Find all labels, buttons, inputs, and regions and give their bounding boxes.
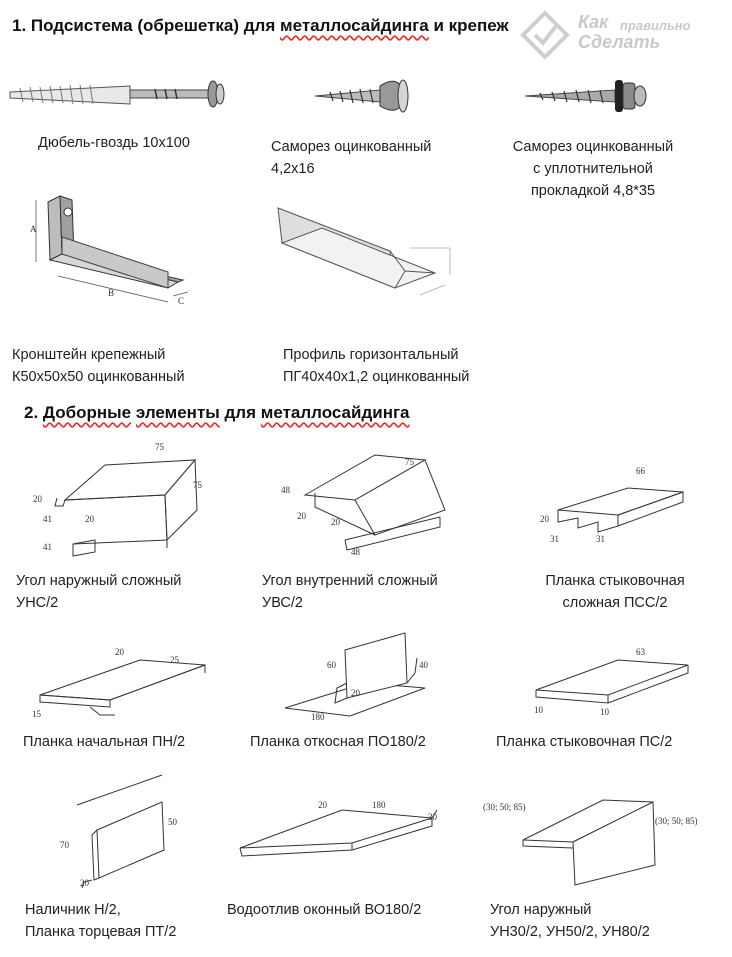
dim-label: 10 bbox=[600, 707, 610, 717]
dim-label: 40 bbox=[419, 660, 429, 670]
dim-label: 63 bbox=[636, 647, 646, 657]
label-horizontal-profile: Профиль горизонтальный ПГ40х40х1,2 оцинк… bbox=[283, 347, 470, 385]
watermark-line1: Как bbox=[578, 12, 609, 32]
dim-label: 20 bbox=[85, 514, 95, 524]
complex-joining-strip-illustration: 66 20 31 31 bbox=[540, 466, 684, 544]
joining-strip-illustration: 63 10 10 bbox=[534, 647, 689, 717]
starter-strip-illustration: 20 25 15 bbox=[32, 647, 206, 719]
dim-label: 20 bbox=[33, 494, 43, 504]
label-slope-strip: Планка откосная ПО180/2 bbox=[250, 734, 426, 750]
dim-label: 41 bbox=[43, 514, 52, 524]
watermark-logo-icon bbox=[520, 10, 570, 60]
dim-label: 31 bbox=[596, 534, 605, 544]
slope-strip-illustration: 60 40 20 180 bbox=[284, 632, 429, 722]
dim-label: 48 bbox=[351, 547, 361, 557]
dim-label: 31 bbox=[550, 534, 559, 544]
dim-label: 75 bbox=[193, 480, 203, 490]
label-screw-washer: Саморез оцинкованный с уплотнительной пр… bbox=[512, 139, 674, 199]
outer-complex-corner-illustration: 75 75 20 41 20 41 bbox=[33, 442, 203, 557]
galvanized-screw-illustration bbox=[314, 79, 409, 113]
section1-title: 1. Подсистема (обрешетка) для металлосай… bbox=[12, 16, 509, 35]
dim-label: 15 bbox=[32, 709, 42, 719]
dim-label: 180 bbox=[372, 800, 386, 810]
outer-corner-illustration: (30; 50; 85) (30; 50; 85) bbox=[483, 799, 698, 886]
dim-label: 10 bbox=[534, 705, 544, 715]
dim-label: 60 bbox=[327, 660, 337, 670]
label-window-drip: Водоотлив оконный ВО180/2 bbox=[227, 902, 422, 918]
label-starter-strip: Планка начальная ПН/2 bbox=[23, 734, 186, 750]
dim-label: 50 bbox=[168, 817, 178, 827]
dim-label: 20 bbox=[331, 517, 341, 527]
dim-label: 41 bbox=[43, 542, 52, 552]
label-inner-complex-corner: Угол внутренний сложный УВС/2 bbox=[262, 573, 438, 611]
svg-text:C: C bbox=[178, 296, 184, 306]
dim-label: 20 bbox=[351, 688, 361, 698]
label-outer-complex-corner: Угол наружный сложный УНС/2 bbox=[16, 573, 182, 611]
dim-label: 20 bbox=[540, 514, 550, 524]
dim-label: 20 bbox=[115, 647, 125, 657]
watermark-line3: Сделать bbox=[578, 32, 661, 52]
dim-label: 70 bbox=[60, 840, 70, 850]
window-drip-illustration: 20 180 30 bbox=[239, 800, 438, 857]
dim-label: (30; 50; 85) bbox=[483, 802, 526, 812]
section2-title: 2. Доборные элементы для металлосайдинга bbox=[24, 403, 410, 422]
watermark-line2: правильно bbox=[620, 18, 691, 33]
dim-label: 20 bbox=[80, 878, 90, 888]
screw-with-washer-illustration bbox=[524, 80, 647, 112]
watermark: Как правильно Сделать bbox=[520, 10, 720, 60]
dim-label: 20 bbox=[318, 800, 328, 810]
label-outer-corner: Угол наружный УН30/2, УН50/2, УН80/2 bbox=[490, 902, 650, 940]
dim-label: 25 bbox=[170, 655, 180, 665]
dim-label: 48 bbox=[281, 485, 291, 495]
bracket-illustration: A B C bbox=[30, 195, 189, 306]
svg-text:B: B bbox=[108, 288, 114, 298]
dim-label: 75 bbox=[155, 442, 165, 452]
dowel-nail-illustration bbox=[9, 80, 225, 108]
horizontal-profile-illustration bbox=[277, 207, 451, 296]
inner-complex-corner-illustration: 75 48 20 20 48 bbox=[281, 454, 446, 557]
dim-label: 75 bbox=[405, 457, 415, 467]
dim-label: (30; 50; 85) bbox=[655, 816, 698, 826]
label-casing: Наличник Н/2, Планка торцевая ПТ/2 bbox=[25, 902, 177, 940]
casing-illustration: 50 70 20 bbox=[60, 774, 178, 889]
label-complex-joining-strip: Планка стыковочная сложная ПСС/2 bbox=[545, 573, 685, 611]
dim-label: 30 bbox=[428, 812, 438, 822]
dim-label: 20 bbox=[297, 511, 307, 521]
label-dowel-nail: Дюбель-гвоздь 10х100 bbox=[38, 135, 190, 151]
label-joining-strip: Планка стыковочная ПС/2 bbox=[496, 734, 673, 750]
svg-text:A: A bbox=[30, 224, 37, 234]
dim-label: 66 bbox=[636, 466, 646, 476]
dim-label: 180 bbox=[311, 712, 325, 722]
label-bracket: Кронштейн крепежный К50х50х50 оцинкованн… bbox=[12, 347, 185, 385]
label-galvanized-screw: Саморез оцинкованный 4,2х16 bbox=[271, 139, 432, 177]
